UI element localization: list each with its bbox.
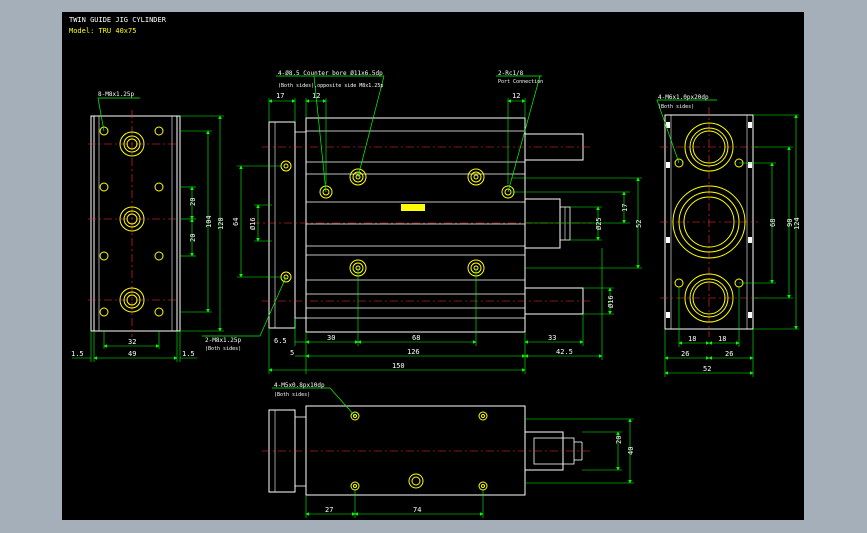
front-callout-counterbore-note: (Both sides),opposite side M8x1.25p: [278, 83, 383, 89]
dim-front-12a: 12: [312, 92, 320, 100]
dim-front-6-5: 6.5: [274, 337, 287, 345]
dim-front-126: 126: [407, 348, 420, 356]
front-callout-counterbore: 4-Ø8.5 Counter bore Ø11x6.5dp: [278, 70, 383, 77]
dim-front-phi16b: Ø16: [607, 295, 615, 308]
front-callout-port-note: Port Connection: [498, 79, 543, 85]
dim-right-68: 68: [769, 219, 777, 227]
dim-left-20a: 20: [189, 198, 197, 206]
dim-right-26a: 26: [681, 350, 689, 358]
bottom-view-callout-note: (Both sides): [274, 392, 310, 398]
dim-front-17r: 17: [621, 204, 629, 212]
dim-right-18b: 18: [718, 335, 726, 343]
front-callout-m8: 2-M8x1.25p: [205, 337, 242, 344]
left-view: 8-M8x1.25p 20 20 104 120 32 49 1.5 1.5: [71, 91, 225, 362]
dim-left-120: 120: [217, 217, 225, 230]
nameplate-icon: [401, 204, 425, 211]
dim-right-26b: 26: [725, 350, 733, 358]
right-view-callout-note: (Both sides): [658, 104, 694, 110]
left-view-callout: 8-M8x1.25p: [98, 91, 135, 98]
drawing-canvas: TWIN GUIDE JIG CYLINDER Model: TRU 40x75…: [69, 16, 801, 518]
dim-front-64: 64: [232, 218, 240, 226]
dim-front-33: 33: [548, 334, 556, 342]
bottom-view: 4-M5x0.8px10dp (Both sides) 20 40 27 74: [262, 382, 635, 518]
dim-bottom-20: 20: [615, 436, 623, 444]
dim-front-30: 30: [327, 334, 335, 342]
dim-left-1-5-right: 1.5: [182, 350, 195, 358]
dim-front-42-5: 42.5: [556, 348, 573, 356]
cad-viewport[interactable]: TWIN GUIDE JIG CYLINDER Model: TRU 40x75…: [62, 12, 804, 520]
dim-front-52: 52: [635, 220, 643, 228]
dim-bottom-40: 40: [627, 447, 635, 455]
drawing-model: Model: TRU 40x75: [69, 27, 136, 35]
dim-left-1-5-left: 1.5: [71, 350, 84, 358]
dim-left-104: 104: [205, 215, 213, 228]
dim-front-5: 5: [290, 349, 294, 357]
right-view: 4-M6x1.0px20dp (Both sides) 68 90 124 18…: [656, 94, 801, 377]
right-view-callout: 4-M6x1.0px20dp: [658, 94, 709, 101]
dim-left-20b: 20: [189, 234, 197, 242]
dim-right-18a: 18: [688, 335, 696, 343]
dim-bottom-74: 74: [413, 506, 421, 514]
dim-front-68: 68: [412, 334, 420, 342]
dim-right-124: 124: [793, 217, 801, 230]
bottom-view-callout: 4-M5x0.8px10dp: [274, 382, 325, 389]
dim-front-12b: 12: [512, 92, 520, 100]
front-callout-m8-note: (Both sides): [205, 346, 241, 352]
front-view: 4-Ø8.5 Counter bore Ø11x6.5dp (Both side…: [202, 70, 643, 374]
dim-left-49: 49: [128, 350, 136, 358]
dim-front-17: 17: [276, 92, 284, 100]
front-callout-port: 2-Rc1/8: [498, 70, 524, 77]
dim-right-52: 52: [703, 365, 711, 373]
dim-right-90: 90: [786, 219, 794, 227]
drawing-title: TWIN GUIDE JIG CYLINDER: [69, 16, 167, 24]
dim-bottom-27: 27: [325, 506, 333, 514]
dim-left-32: 32: [128, 338, 136, 346]
dim-front-150: 150: [392, 362, 405, 370]
dim-front-phi16a: Ø16: [249, 217, 257, 230]
dim-front-phi25: Ø25: [595, 217, 603, 230]
